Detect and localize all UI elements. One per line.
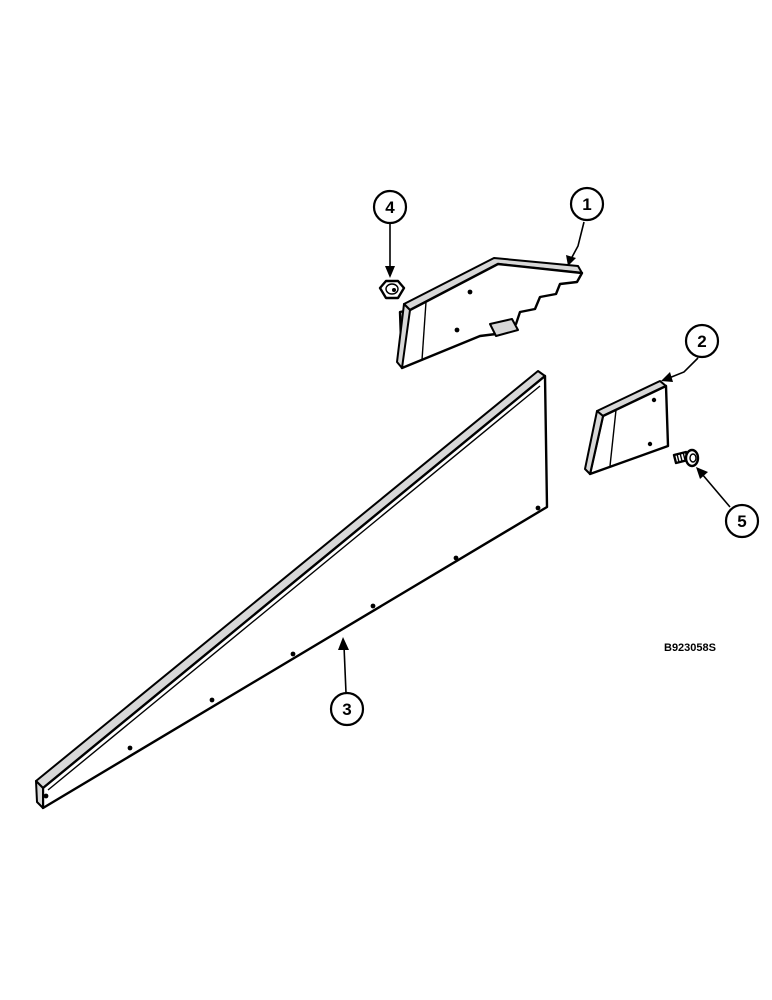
bolt-hole [43,793,49,799]
callout-label: 5 [737,512,746,531]
bracket-tab [489,318,519,337]
callout-label: 4 [385,198,395,217]
callout-label: 1 [582,195,591,214]
bolt-hole [467,289,473,295]
callout-3: 3 [329,637,365,727]
bolt-hole [535,505,541,511]
callout-4: 4 [372,189,408,278]
bolt-hole [651,397,657,403]
callout-1: 1 [566,186,605,266]
part-2-small-plate [584,380,670,476]
bolt-hole [290,651,296,657]
reference-code: B923058S [664,642,716,654]
bolt-hole [209,697,215,703]
bolt-hole [647,441,653,447]
callout-label: 3 [342,700,351,719]
part-4-nut [378,279,406,300]
bolt-hole [370,603,376,609]
part-5-bolt [672,448,700,468]
bolt-hole [127,745,133,751]
callout-label: 2 [697,332,706,351]
part-1-stepped-bracket [396,257,584,370]
bolt-hole [453,555,459,561]
callout-5: 5 [696,467,760,539]
part-3-triangular-panel [35,370,549,810]
callout-2: 2 [661,323,720,382]
bolt-hole [454,327,460,333]
